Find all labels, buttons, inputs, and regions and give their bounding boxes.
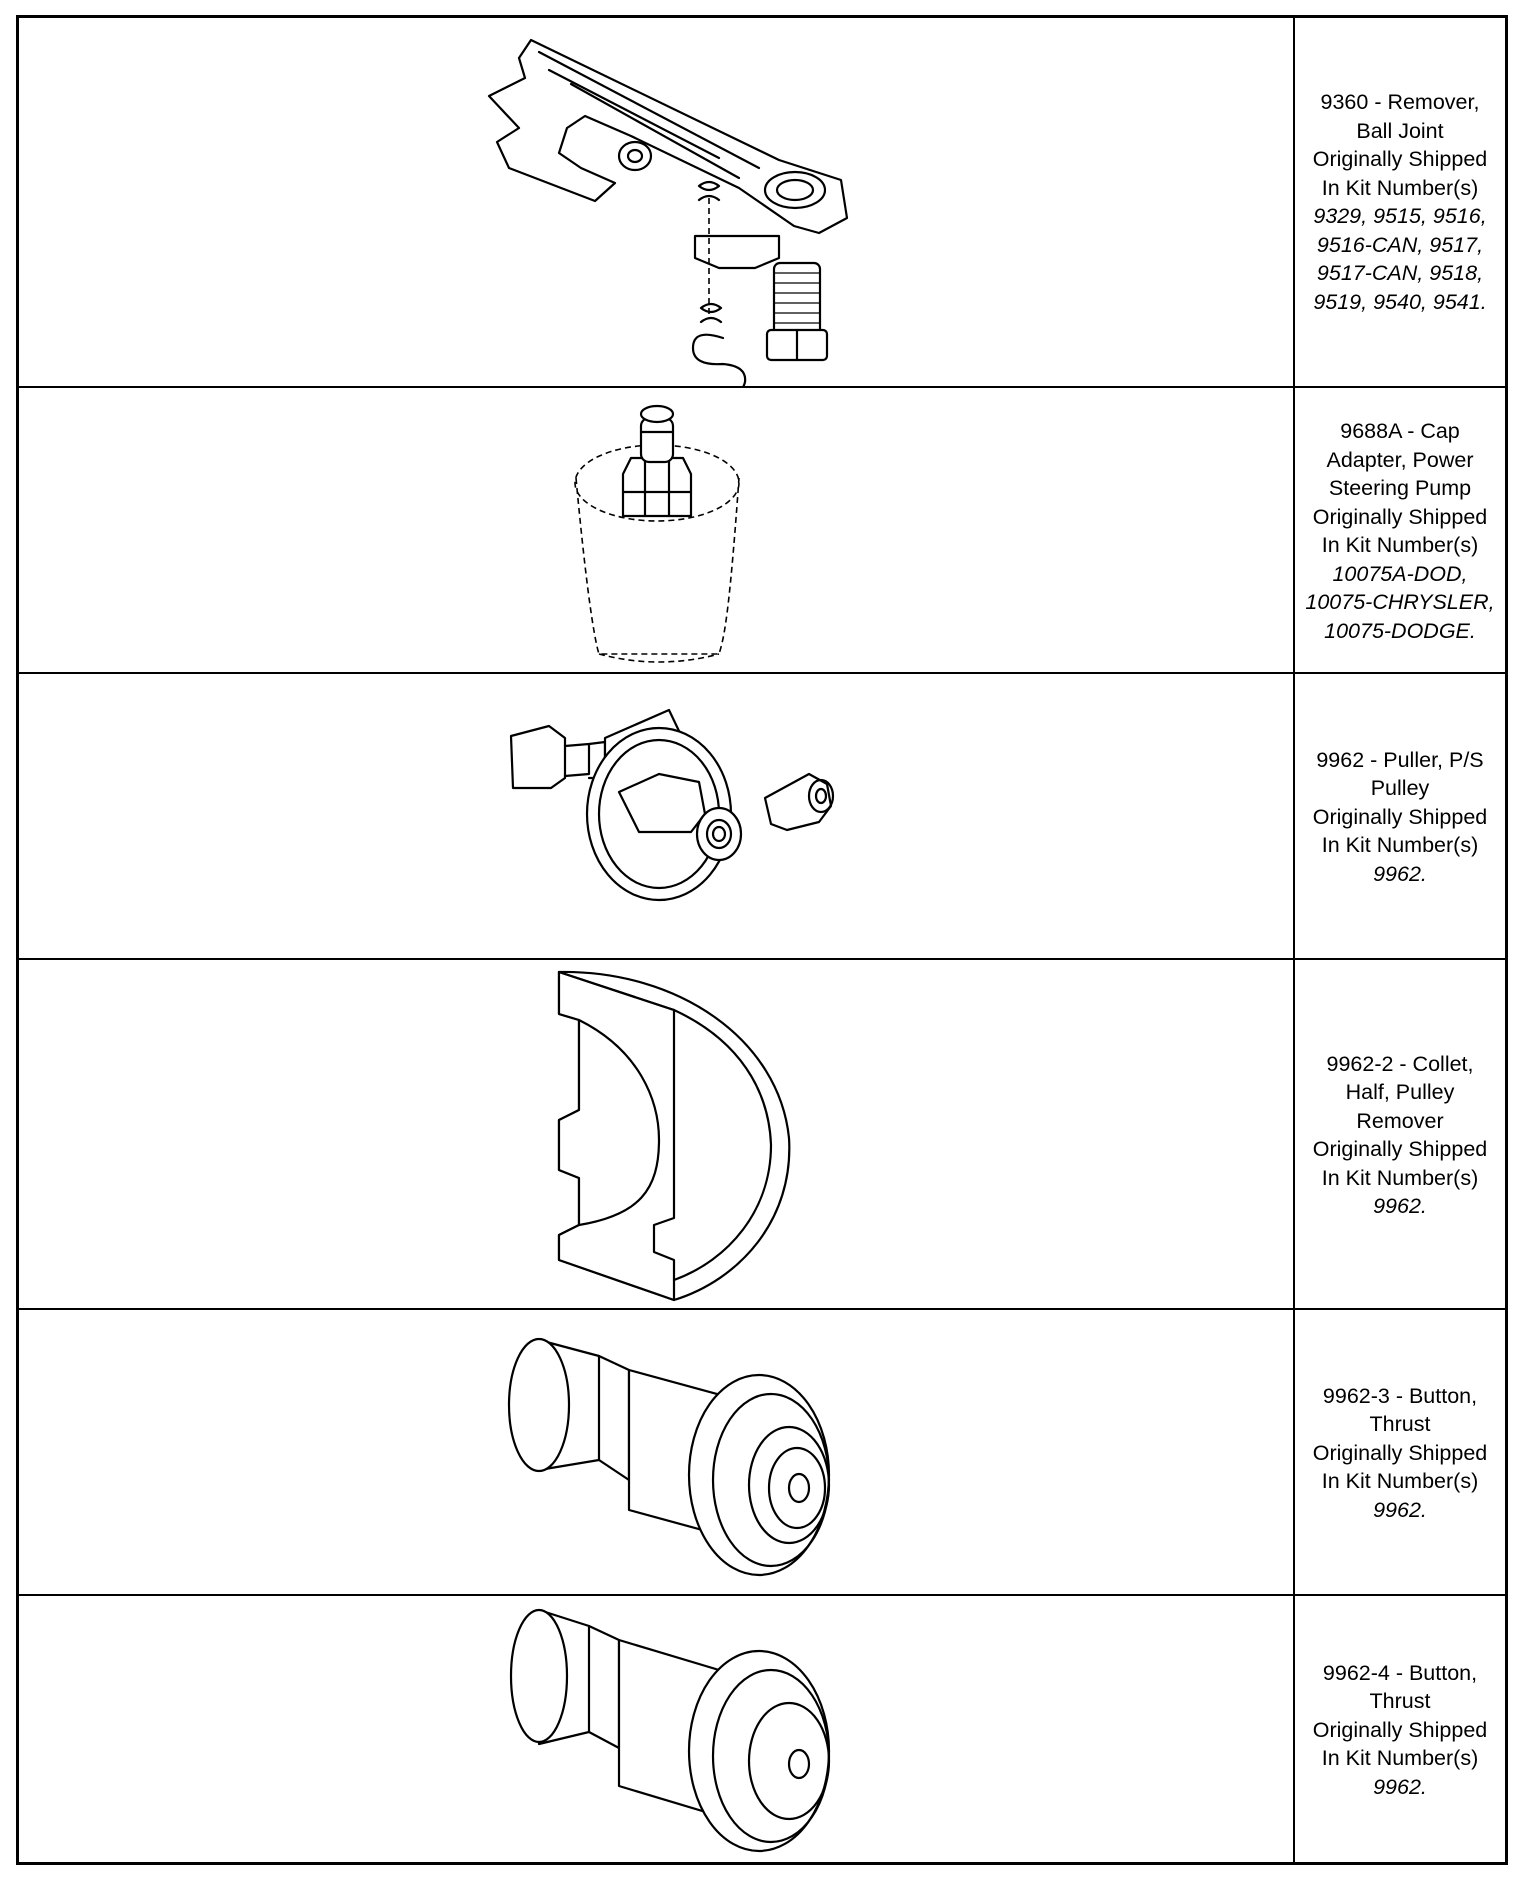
kit-number: 10075A-DOD,: [1332, 561, 1468, 586]
shipped-label: Originally Shipped: [1312, 1440, 1488, 1465]
table-row: 9962 - Puller, P/S Pulley Originally Shi…: [19, 672, 1505, 960]
tool-description: 9962 - Puller, P/S Pulley Originally Shi…: [1295, 674, 1505, 960]
table-row: 9962-4 - Button, Thrust Originally Shipp…: [19, 1594, 1505, 1864]
part-number-name: 9962-4 - Button,: [1322, 1660, 1478, 1685]
part-number-name: 9962-3 - Button,: [1322, 1383, 1478, 1408]
shipped-label: Originally Shipped: [1312, 504, 1488, 529]
kit-number: 9329, 9515, 9516,: [1313, 204, 1487, 228]
half-collet-illustration: [557, 970, 791, 1302]
pulley-puller-illustration: [509, 708, 835, 902]
thrust-button-illustration: [509, 1608, 831, 1853]
part-name-cont: Thrust: [1369, 1412, 1431, 1437]
tool-description: 9962-2 - Collet, Half, Pulley Remover Or…: [1295, 960, 1505, 1310]
tool-illustration-cell: [19, 18, 1295, 386]
part-number-name: 9962 - Puller, P/S: [1316, 747, 1484, 772]
part-name-cont: Ball Joint: [1356, 118, 1444, 143]
shipped-label: Originally Shipped: [1312, 804, 1488, 829]
kit-number: 9962.: [1373, 1194, 1427, 1218]
thrust-button-illustration: [507, 1337, 831, 1577]
kit-label: In Kit Number(s): [1321, 175, 1479, 200]
table-row: 9962-2 - Collet, Half, Pulley Remover Or…: [19, 958, 1505, 1310]
tool-illustration-cell: [19, 1310, 1295, 1596]
cap-adapter-illustration: [574, 404, 740, 663]
kit-label: In Kit Number(s): [1321, 833, 1479, 858]
kit-number: 10075-DODGE.: [1324, 618, 1476, 643]
kit-number: 9516-CAN, 9517,: [1316, 232, 1484, 257]
part-number-name: 9688A - Cap: [1340, 419, 1460, 443]
table-row: 9962-3 - Button, Thrust Originally Shipp…: [19, 1308, 1505, 1596]
tool-description: 9360 - Remover, Ball Joint Originally Sh…: [1295, 18, 1505, 386]
kit-number: 9519, 9540, 9541.: [1313, 289, 1487, 314]
kit-number: 9962.: [1373, 1497, 1427, 1522]
part-name-cont: Adapter, Power: [1326, 447, 1474, 472]
part-name-cont: Remover: [1356, 1108, 1444, 1133]
tool-description: 9962-4 - Button, Thrust Originally Shipp…: [1295, 1596, 1505, 1864]
kit-number: 9517-CAN, 9518,: [1316, 261, 1484, 285]
tool-illustration-cell: [19, 388, 1295, 674]
tool-description: 9688A - Cap Adapter, Power Steering Pump…: [1295, 388, 1505, 674]
tool-illustration-cell: [19, 674, 1295, 960]
ball-joint-remover-illustration: [487, 38, 849, 386]
table-row: 9688A - Cap Adapter, Power Steering Pump…: [19, 386, 1505, 674]
tool-description: 9962-3 - Button, Thrust Originally Shipp…: [1295, 1310, 1505, 1596]
kit-label: In Kit Number(s): [1321, 1746, 1479, 1771]
table-row: 9360 - Remover, Ball Joint Originally Sh…: [19, 18, 1505, 386]
kit-label: In Kit Number(s): [1321, 533, 1479, 557]
part-number-name: 9360 - Remover,: [1320, 90, 1480, 114]
part-name-cont: Thrust: [1369, 1689, 1431, 1714]
part-name-cont: Half, Pulley: [1345, 1080, 1455, 1104]
shipped-label: Originally Shipped: [1312, 1137, 1488, 1161]
kit-number: 10075-CHRYSLER,: [1305, 590, 1495, 614]
part-name-cont: Pulley: [1370, 776, 1430, 801]
kit-label: In Kit Number(s): [1321, 1469, 1479, 1494]
tool-table: 9360 - Remover, Ball Joint Originally Sh…: [16, 15, 1508, 1865]
shipped-label: Originally Shipped: [1312, 147, 1488, 171]
kit-number: 9962.: [1373, 1774, 1427, 1799]
kit-number: 9962.: [1373, 861, 1427, 886]
part-name-cont: Steering Pump: [1328, 476, 1472, 500]
kit-label: In Kit Number(s): [1321, 1165, 1479, 1190]
tool-illustration-cell: [19, 960, 1295, 1310]
tool-illustration-cell: [19, 1596, 1295, 1864]
shipped-label: Originally Shipped: [1312, 1717, 1488, 1742]
part-number-name: 9962-2 - Collet,: [1326, 1051, 1474, 1076]
